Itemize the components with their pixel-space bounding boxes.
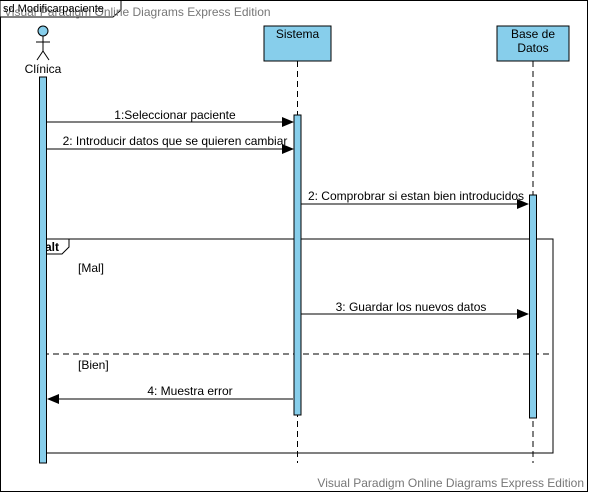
activation-sistema xyxy=(293,114,302,416)
message-4-label: 3: Guardar los nuevos datos xyxy=(336,300,487,314)
activation-bd xyxy=(529,194,537,419)
frame-watermark-bottom: Visual Paradigm Online Diagrams Express … xyxy=(317,476,584,490)
message-1-label: 1:Seleccionar paciente xyxy=(114,108,236,122)
lifeline-sistema-label: Sistema xyxy=(276,27,320,41)
lifeline-base-de-datos[interactable]: Base de Datos xyxy=(496,25,570,62)
message-5-label: 4: Muestra error xyxy=(147,384,232,398)
alt-operator: alt xyxy=(45,240,59,254)
guard-bien: [Bien] xyxy=(78,358,109,372)
frame-watermark-top: Visual Paradigm Online Diagrams Express … xyxy=(4,5,271,19)
actor-label: Clínica xyxy=(25,62,62,76)
activation-actor xyxy=(39,76,47,464)
lifeline-bd-label-1: Base de xyxy=(511,27,555,41)
alt-fragment-tab xyxy=(43,238,70,255)
lifeline-sistema[interactable]: Sistema xyxy=(263,25,332,62)
message-3-label: 2: Comprobrar si estan bien introducidos xyxy=(308,189,524,203)
frame-label-tab xyxy=(0,0,122,18)
actor-head-icon xyxy=(37,25,49,37)
frame-label: sd Modificarpaciente xyxy=(3,3,104,15)
actor-clinica[interactable]: Clínica xyxy=(25,25,62,76)
guard-mal: [Mal] xyxy=(78,261,104,275)
message-2-label: 2: Introducir datos que se quieren cambi… xyxy=(63,134,288,148)
lifeline-bd-label-2: Datos xyxy=(517,41,548,55)
